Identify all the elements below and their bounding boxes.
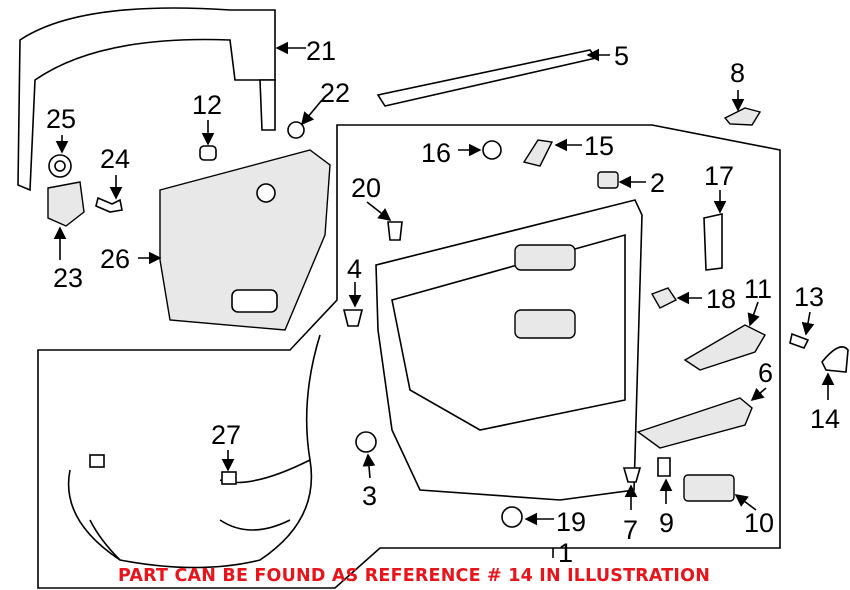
callout-21: 21 [306,36,336,66]
part-14 [821,346,849,373]
part-13 [789,332,810,349]
part-23 [47,181,85,227]
part-27-wire-harness [67,334,321,569]
callout-1: 1 [558,538,573,568]
callout-6: 6 [758,358,773,388]
callout-3: 3 [362,481,377,511]
part-25-hole [54,160,66,172]
part-9 [657,457,671,477]
callout-24: 24 [100,144,130,174]
part-21-frame [17,7,276,192]
callout-14: 14 [810,404,840,434]
part-22 [287,121,305,139]
part-7 [622,467,642,483]
callout-19: 19 [556,507,586,537]
callout-5: 5 [614,41,629,71]
part-18 [650,287,678,309]
harness-connector [89,454,105,468]
part-12 [199,145,217,161]
part-21-bracket [259,79,276,131]
callout-18: 18 [706,284,736,314]
callout-13: 13 [794,282,824,312]
part-15 [522,139,554,167]
callout-9: 9 [659,508,674,538]
part-26-panel [159,149,331,331]
reference-note: PART CAN BE FOUND AS REFERENCE # 14 IN I… [118,566,711,586]
callout-10: 10 [744,508,774,538]
callout-15: 15 [584,131,614,161]
callout-25: 25 [46,104,76,134]
callout-4: 4 [347,254,362,284]
callout-23: 23 [53,263,83,293]
part-16 [482,140,502,160]
callout-17: 17 [704,161,734,191]
part-4 [342,309,364,327]
callout-22: 22 [320,78,350,108]
harness-connector [221,471,237,485]
door-trim-inner-line [391,233,626,431]
part-17 [703,213,723,271]
part-3 [355,431,377,453]
part-5-strip [376,49,598,107]
callout-20: 20 [351,173,381,203]
part-6 [636,397,753,449]
part-20 [387,221,403,241]
part-11 [683,324,766,371]
callout-2: 2 [650,168,665,198]
door-upper-switch-bezel [514,244,576,271]
callout-26: 26 [100,244,130,274]
callout-16: 16 [421,138,451,168]
part-26-opening [231,289,278,313]
part-10 [683,474,735,502]
part-19 [501,506,523,528]
door-lower-switch-bezel [514,309,576,339]
callout-11: 11 [744,274,772,304]
assembly-outline [37,124,781,589]
door-trim-panel [375,199,643,501]
part-8 [723,107,762,126]
callout-8: 8 [730,58,745,88]
leader-arrows [53,41,835,558]
callout-7: 7 [623,515,638,545]
callout-12: 12 [192,90,222,120]
part-24 [95,196,123,213]
part-2 [597,171,619,189]
callout-27: 27 [211,420,241,450]
part-26-hole [256,183,276,203]
